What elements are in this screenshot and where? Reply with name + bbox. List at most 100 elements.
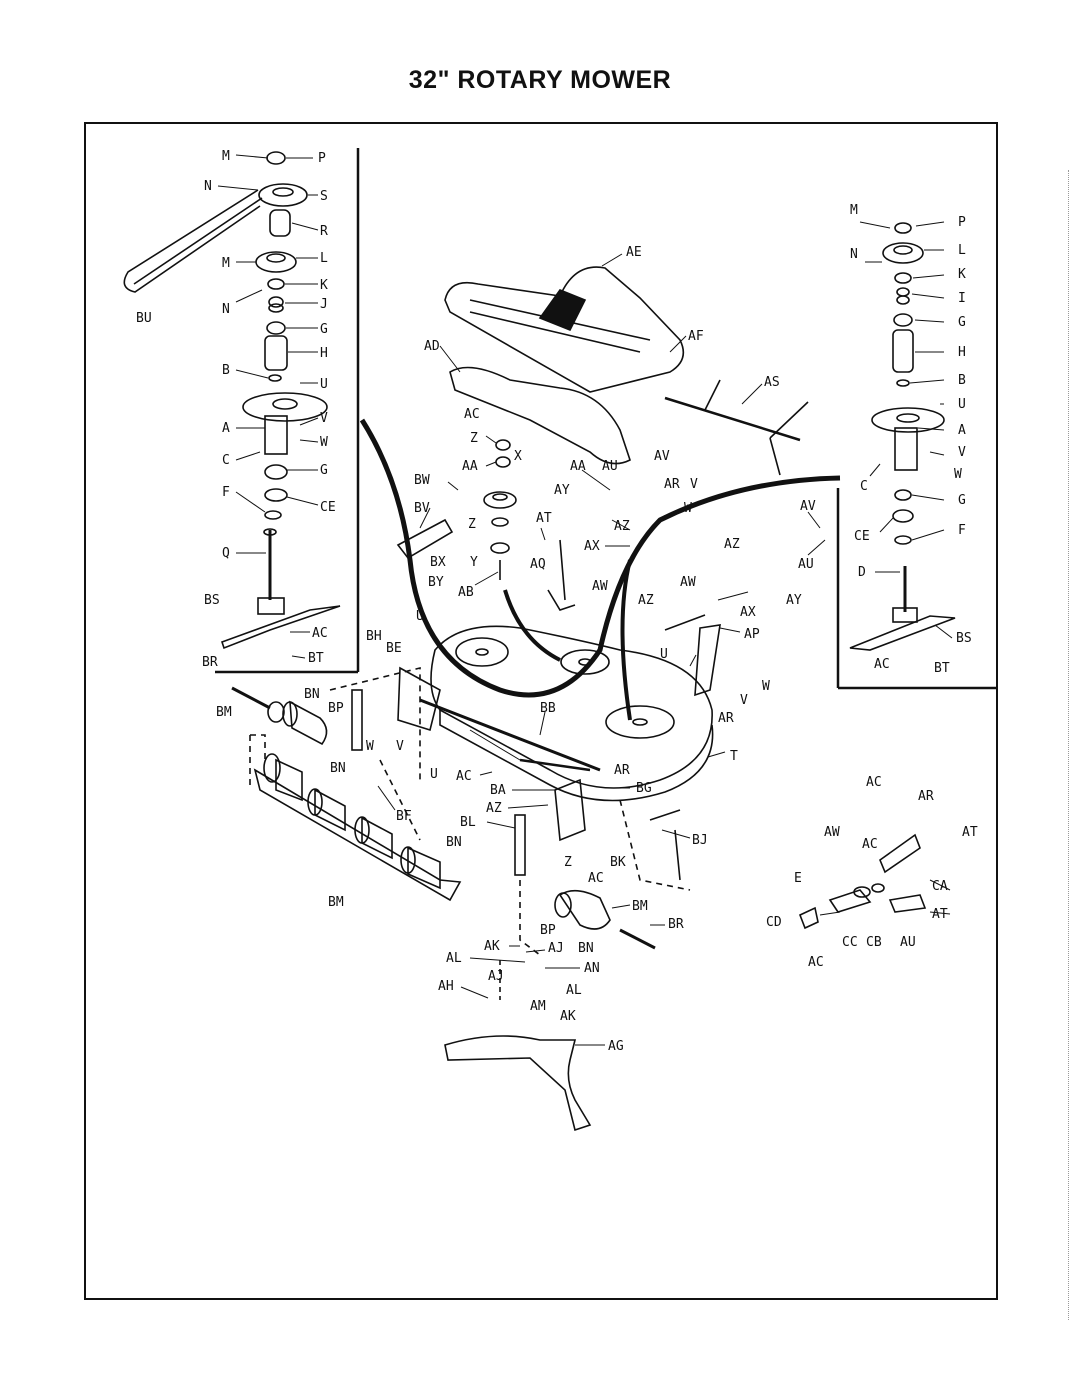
page-title: 32" ROTARY MOWER: [408, 66, 672, 94]
part-label: AV: [800, 499, 816, 514]
part-label: F: [958, 523, 966, 538]
part-label: G: [320, 322, 328, 337]
part-label: BX: [430, 555, 446, 570]
part-label: K: [958, 267, 966, 282]
part-label: G: [958, 493, 966, 508]
part-label: AC: [456, 769, 472, 784]
part-label: U: [660, 647, 668, 662]
part-label: AC: [866, 775, 882, 790]
part-label: L: [320, 251, 328, 266]
part-label: F: [222, 485, 230, 500]
part-label: BK: [610, 855, 626, 870]
part-label: N: [850, 247, 858, 262]
part-label: BU: [136, 311, 152, 326]
part-label: AC: [874, 657, 890, 672]
part-label: Y: [470, 555, 478, 570]
part-label: AA: [462, 459, 478, 474]
part-label: CC: [842, 935, 858, 950]
part-label: BM: [328, 895, 344, 910]
part-label: AC: [808, 955, 824, 970]
part-label: BM: [632, 899, 648, 914]
part-label: W: [366, 739, 374, 754]
part-label: BY: [428, 575, 444, 590]
part-label: B: [958, 373, 966, 388]
part-label: AY: [554, 483, 570, 498]
part-label: CA: [932, 879, 948, 894]
part-label: AR: [614, 763, 630, 778]
part-label: U: [320, 377, 328, 392]
part-label: H: [958, 345, 966, 360]
part-label: W: [320, 435, 328, 450]
part-label: Q: [222, 546, 230, 561]
part-label: G: [320, 463, 328, 478]
part-label: Z: [470, 431, 478, 446]
right-spindle-assembly: [836, 222, 998, 690]
part-label: G: [958, 315, 966, 330]
part-label: BE: [386, 641, 402, 656]
part-label: CE: [854, 529, 870, 544]
part-label: AT: [536, 511, 552, 526]
part-label: V: [396, 739, 404, 754]
part-label: B: [222, 363, 230, 378]
part-label: AT: [932, 907, 948, 922]
part-label: AP: [744, 627, 760, 642]
part-label: I: [958, 291, 966, 306]
part-label: AF: [688, 329, 704, 344]
part-label: AV: [654, 449, 670, 464]
part-label: U: [430, 767, 438, 782]
part-label: AL: [446, 951, 462, 966]
part-label: AA: [570, 459, 586, 474]
part-label: N: [204, 179, 212, 194]
roller-assembly: [231, 666, 462, 902]
part-label: BV: [414, 501, 430, 516]
drive-belt: [359, 418, 841, 698]
part-label: AR: [918, 789, 934, 804]
part-label: M: [222, 149, 230, 164]
part-label: AW: [824, 825, 840, 840]
part-label: P: [958, 215, 966, 230]
part-label: J: [320, 297, 328, 312]
part-label: U: [958, 397, 966, 412]
part-label: BN: [304, 687, 320, 702]
diagram-frame: [84, 122, 998, 1300]
part-label: BL: [460, 815, 476, 830]
part-label: M: [850, 203, 858, 218]
part-label: BN: [330, 761, 346, 776]
part-label: BF: [396, 809, 412, 824]
part-label: AS: [764, 375, 780, 390]
part-label: BR: [202, 655, 218, 670]
part-label: AC: [588, 871, 604, 886]
part-label: BJ: [692, 833, 708, 848]
part-label: AY: [786, 593, 802, 608]
part-label: BW: [414, 473, 430, 488]
part-label: X: [514, 449, 522, 464]
part-label: V: [740, 693, 748, 708]
part-label: AH: [438, 979, 454, 994]
part-label: AB: [458, 585, 474, 600]
part-label: T: [730, 749, 738, 764]
part-label: BH: [366, 629, 382, 644]
part-label: AK: [484, 939, 500, 954]
part-label: S: [320, 189, 328, 204]
part-label: AT: [962, 825, 978, 840]
part-label: BT: [934, 661, 950, 676]
part-label: E: [794, 871, 802, 886]
part-label: N: [222, 302, 230, 317]
part-label: K: [320, 278, 328, 293]
height-adjust-parts: [444, 758, 691, 1132]
part-label: BR: [668, 917, 684, 932]
part-label: V: [320, 411, 328, 426]
part-label: BT: [308, 651, 324, 666]
part-label: A: [958, 423, 966, 438]
part-label: Z: [564, 855, 572, 870]
part-label: AN: [584, 961, 600, 976]
part-label: AL: [566, 983, 582, 998]
part-label: AD: [424, 339, 440, 354]
part-label: AR: [718, 711, 734, 726]
part-label: C: [860, 479, 868, 494]
part-label: M: [222, 256, 230, 271]
part-label: AZ: [486, 801, 502, 816]
part-label: AZ: [638, 593, 654, 608]
part-label: BS: [204, 593, 220, 608]
part-label: AJ: [488, 969, 504, 984]
